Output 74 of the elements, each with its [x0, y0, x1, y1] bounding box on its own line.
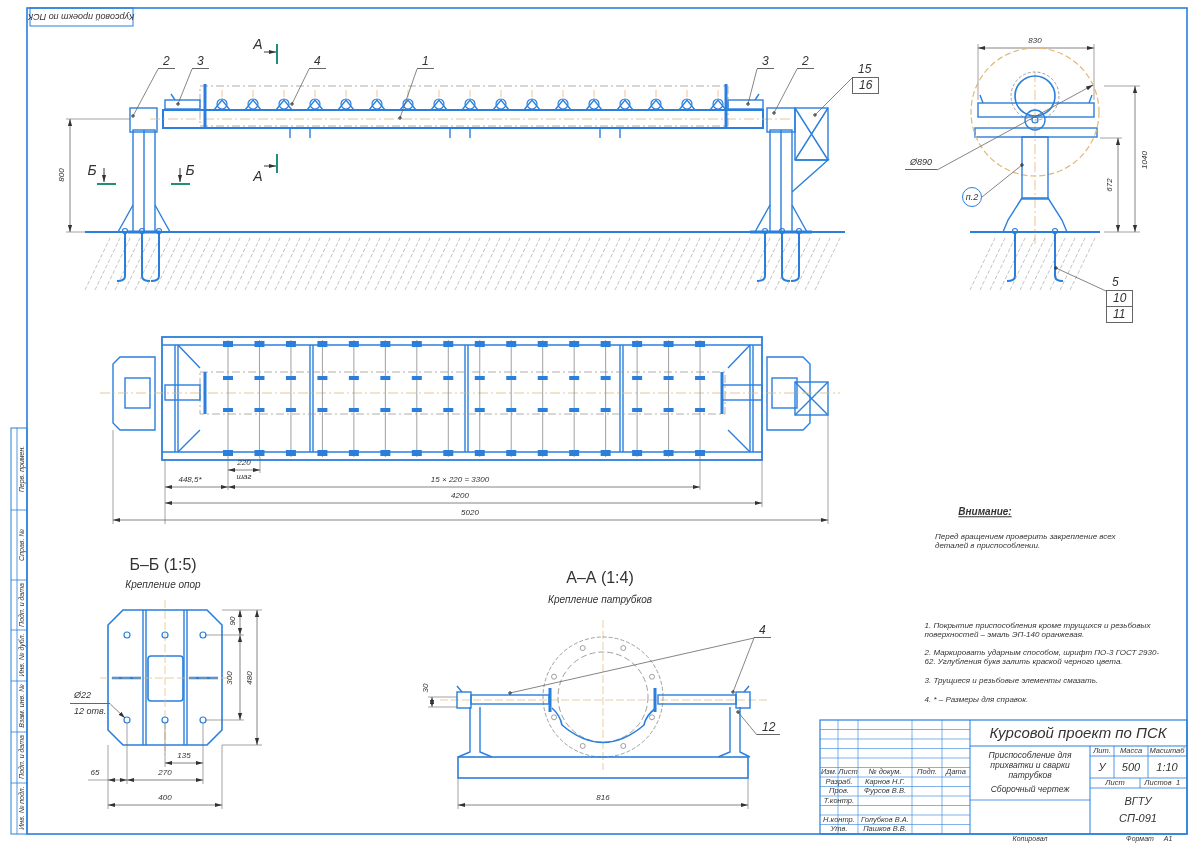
- section-caption: Крепление опор: [125, 579, 201, 591]
- section-letter: А: [253, 35, 263, 53]
- dimension-text: 65: [90, 768, 100, 778]
- leader-line: [814, 77, 853, 116]
- callout-number: 4: [309, 55, 326, 69]
- dimension-text: 448,5*: [178, 475, 202, 485]
- callout-number: 2: [797, 55, 814, 69]
- title-block-text: СП-091: [1119, 811, 1157, 825]
- leader-line: [291, 68, 310, 105]
- title-block-text: 1:10: [1156, 760, 1178, 774]
- section-title: А–А (1:4): [566, 568, 634, 588]
- dimension-text: 816: [596, 793, 610, 803]
- dimension-text: 220: [237, 458, 251, 468]
- section-letter: А: [253, 167, 263, 185]
- dimension-text: 15 × 220 = 3300: [430, 475, 490, 485]
- warning-note: Перед вращением проверить закрепление всех деталей в приспособлении.: [935, 531, 1117, 551]
- callout-number: 10: [1106, 291, 1134, 307]
- dimension-text: 400: [158, 793, 172, 803]
- leader-line: [1055, 267, 1107, 292]
- dimension-text: 672: [1105, 178, 1115, 192]
- callout-number: 1: [417, 55, 434, 69]
- callout-number: 4: [754, 624, 771, 638]
- leader-line: [737, 711, 758, 736]
- hole-callout-text: Ø22: [70, 688, 111, 704]
- leader-line: [773, 68, 798, 114]
- drawing-title: Курсовой проект по ПСК: [989, 724, 1167, 742]
- section-letter: Б: [87, 161, 97, 179]
- dimension-text: 90: [228, 616, 238, 626]
- stamp-text: Курсовой проект по ПСК: [27, 11, 135, 23]
- callout-number: 15: [852, 62, 880, 78]
- title-block-text: Приспособление для прихватки и сварки патрубков: [987, 751, 1073, 781]
- leader-line: [399, 68, 418, 119]
- section-title: Б–Б (1:5): [129, 555, 197, 575]
- title-block-text: У: [1098, 760, 1106, 774]
- technical-note: 1. Покрытие приспособления кроме трущихся и резьбовых поверхностей – эмаль ЭП-140 оранжевая.: [924, 620, 1152, 640]
- dimension-text: 30: [421, 683, 431, 693]
- hole-callout-text: 12 отв.: [73, 705, 108, 718]
- anchor-bolt: [1051, 227, 1064, 282]
- callout-number: 3: [757, 55, 774, 69]
- leader-line: [981, 164, 1023, 198]
- diameter-circle: [970, 47, 1100, 177]
- section-letter: Б: [185, 161, 195, 179]
- dimension-text: шаг: [236, 472, 252, 482]
- stand-column: [1021, 136, 1049, 200]
- technical-note: 4. * – Размеры для справок.: [924, 695, 1030, 705]
- callout-number: 2: [158, 55, 175, 69]
- dimension-text: 4200: [451, 491, 469, 501]
- callout-number: Ø890: [905, 156, 938, 170]
- dimension-text: 270: [158, 768, 172, 778]
- title-block-text: 500: [1121, 760, 1141, 774]
- section-caption: Крепление патрубков: [548, 594, 652, 606]
- leader-line: [747, 68, 758, 105]
- leader-line: [509, 637, 755, 694]
- bolt-hole: [123, 716, 131, 724]
- title-block-text: Сборочный чертеж: [990, 785, 1070, 795]
- title-block-text: ВГТУ: [1124, 794, 1152, 808]
- callout-number: 12: [757, 721, 781, 735]
- dimension-text: 135: [177, 751, 191, 761]
- dimension-text: 800: [57, 168, 67, 182]
- dimension-text: 480: [245, 671, 255, 685]
- dimension-text: 300: [225, 671, 235, 685]
- warning-heading: Внимание:: [958, 506, 1012, 518]
- leader-line: [732, 637, 755, 693]
- dimension-text: 5020: [461, 508, 479, 518]
- leader-line: [177, 68, 193, 105]
- callout-number: 3: [192, 55, 209, 69]
- technical-note: 3. Трущиеся и резьбовые элементы смазать.: [924, 676, 1100, 686]
- leader-line: [132, 68, 159, 117]
- callout-number: 11: [1106, 307, 1134, 323]
- callout-number: 16: [852, 78, 880, 94]
- dimension-text: 830: [1028, 36, 1042, 46]
- technical-note: 2. Маркировать ударным способом, шрифт ПО-3 ГОСТ 2930-62. Углубления букв залить краской черного цвета.: [924, 647, 1160, 667]
- callout-number: 5: [1106, 275, 1134, 291]
- dimension-text: 1040: [1140, 151, 1150, 169]
